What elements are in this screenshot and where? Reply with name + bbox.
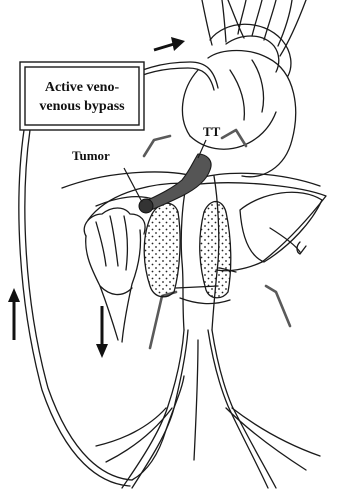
bypass-label-line2: venous bypass bbox=[39, 99, 125, 114]
arrow-right-icon bbox=[154, 37, 185, 51]
tt-label: TT bbox=[203, 124, 221, 139]
bypass-label-line1: Active veno- bbox=[45, 80, 120, 95]
arrow-up-icon bbox=[8, 288, 20, 340]
iliac-veins bbox=[96, 330, 320, 488]
vein-left-lobe bbox=[144, 203, 180, 297]
hand bbox=[84, 208, 145, 342]
tumor-thrombus bbox=[144, 154, 211, 212]
tumor-label: Tumor bbox=[72, 148, 110, 163]
vein-right-lobe bbox=[200, 202, 231, 298]
kidney bbox=[240, 192, 322, 262]
great-vessels bbox=[202, 0, 306, 76]
bypass-label-box: Active veno- venous bypass bbox=[20, 62, 144, 130]
arrow-down-icon bbox=[96, 306, 108, 358]
